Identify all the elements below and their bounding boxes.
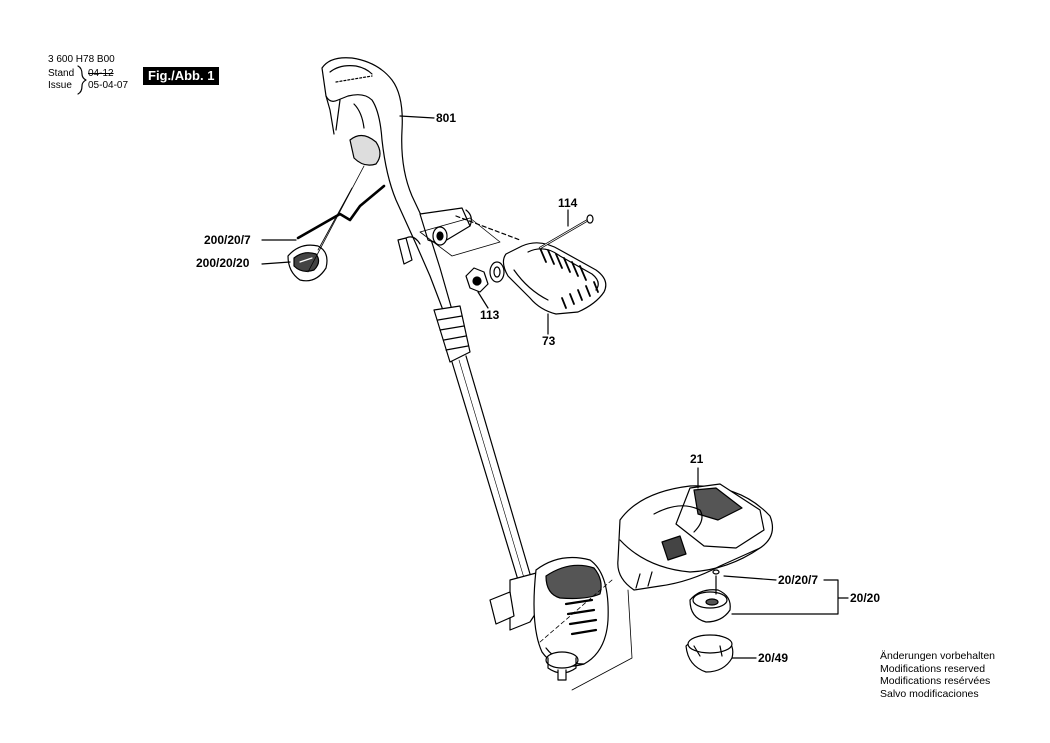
- part-number: 3 600 H78 B00: [48, 54, 115, 65]
- part-label-200-20-7: 200/20/7: [204, 233, 251, 247]
- issue-value: 05-04-07: [88, 80, 129, 91]
- note-line: Änderungen vorbehalten: [880, 650, 996, 662]
- figure-badge: Fig./Abb. 1: [143, 67, 220, 85]
- stand-label: Stand: [48, 68, 75, 79]
- part-label-114: 114: [558, 196, 578, 210]
- leader-801: [399, 115, 435, 119]
- spool: [689, 569, 731, 623]
- auxiliary-handle: [502, 242, 607, 315]
- part-label-200-20-20: 200/20/20: [196, 256, 250, 270]
- part-label-113: 113: [480, 308, 500, 322]
- modification-notes: Änderungen vorbehalten Modifications res…: [880, 650, 995, 700]
- stand-value: 04-12: [88, 68, 114, 79]
- part-label-73: 73: [542, 334, 556, 348]
- part-label-21: 21: [690, 452, 704, 466]
- leader-20-20-7: [723, 575, 777, 581]
- spare-spool: [287, 244, 328, 282]
- part-label-801: 801: [436, 111, 457, 125]
- note-line: Modifications resérvées: [880, 675, 991, 688]
- part-label-20-20: 20/20: [850, 591, 881, 605]
- leader-20-20-bracket: [731, 579, 849, 615]
- bolt: [538, 214, 594, 250]
- note-line: Salvo modificaciones: [880, 687, 979, 700]
- knob-nut: [465, 267, 489, 293]
- issue-label: Issue: [48, 80, 72, 91]
- main-handle: [321, 57, 453, 319]
- part-label-20-20-7: 20/20/7: [778, 573, 819, 587]
- motor-housing: [489, 557, 609, 681]
- shaft: [433, 305, 531, 581]
- part-label-20-49: 20/49: [758, 651, 789, 665]
- header-brace: [77, 65, 87, 95]
- note-line: Modifications reserved: [880, 662, 986, 675]
- spare-line-wire: [296, 184, 386, 240]
- leader-113: [477, 291, 489, 309]
- leader-200-20-20: [261, 261, 291, 265]
- spool-cap: [685, 634, 734, 673]
- guard: [617, 483, 773, 591]
